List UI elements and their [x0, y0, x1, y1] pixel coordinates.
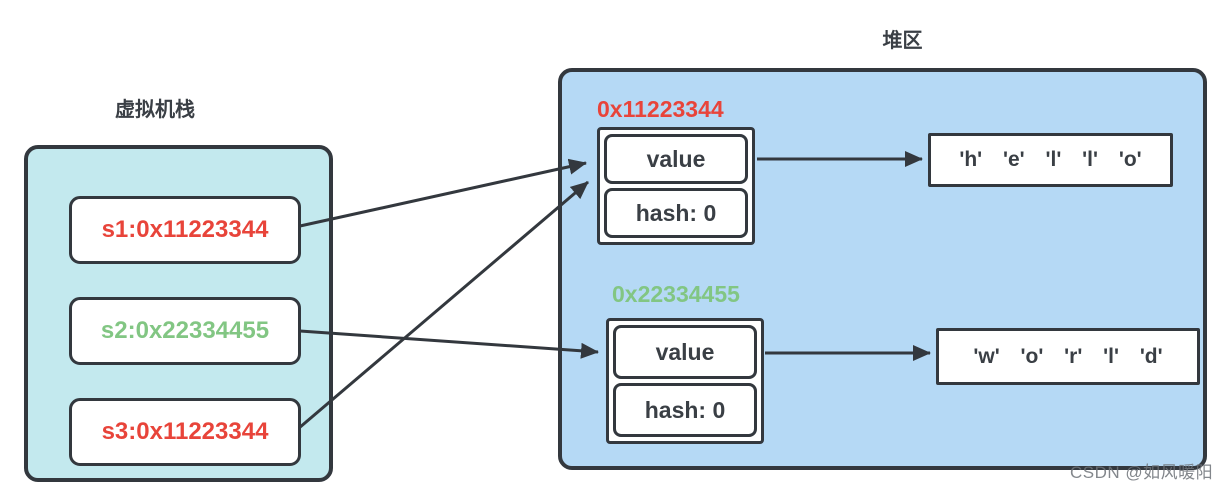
stack-var-s2-label: s2:0x22334455 [100, 317, 270, 344]
string2-object: value hash: 0 [606, 318, 764, 444]
stack-var-s3-label: s3:0x11223344 [101, 418, 269, 445]
arrow-s1-to-string1 [299, 158, 587, 228]
string1-hash-field: hash: 0 [604, 188, 748, 238]
string1-value-field: value [604, 134, 748, 184]
stack-var-s3: s3:0x11223344 [69, 398, 301, 466]
stack-title: 虚拟机栈 [115, 99, 195, 121]
arrow-s3-to-string1 [298, 180, 589, 430]
string2-char-array: 'w' 'o' 'r' 'l' 'd' [936, 328, 1200, 385]
string2-address-label: 0x22334455 [612, 281, 740, 307]
vm-stack-region: s1:0x11223344 s2:0x22334455 s3:0x1122334… [24, 145, 333, 482]
stack-var-s2: s2:0x22334455 [69, 297, 301, 365]
stack-var-s1: s1:0x11223344 [69, 196, 301, 264]
string1-char-array: 'h' 'e' 'l' 'l' 'o' [928, 133, 1173, 187]
string2-value-field: value [613, 325, 757, 379]
arrow-s2-to-string2 [299, 329, 599, 359]
string1-address-label: 0x11223344 [597, 96, 724, 122]
string1-object: value hash: 0 [597, 127, 755, 245]
heap-title: 堆区 [882, 30, 923, 52]
stack-var-s1-label: s1:0x11223344 [101, 216, 269, 243]
watermark: CSDN @如风暖阳 [1070, 463, 1214, 482]
string2-hash-field: hash: 0 [613, 383, 757, 437]
